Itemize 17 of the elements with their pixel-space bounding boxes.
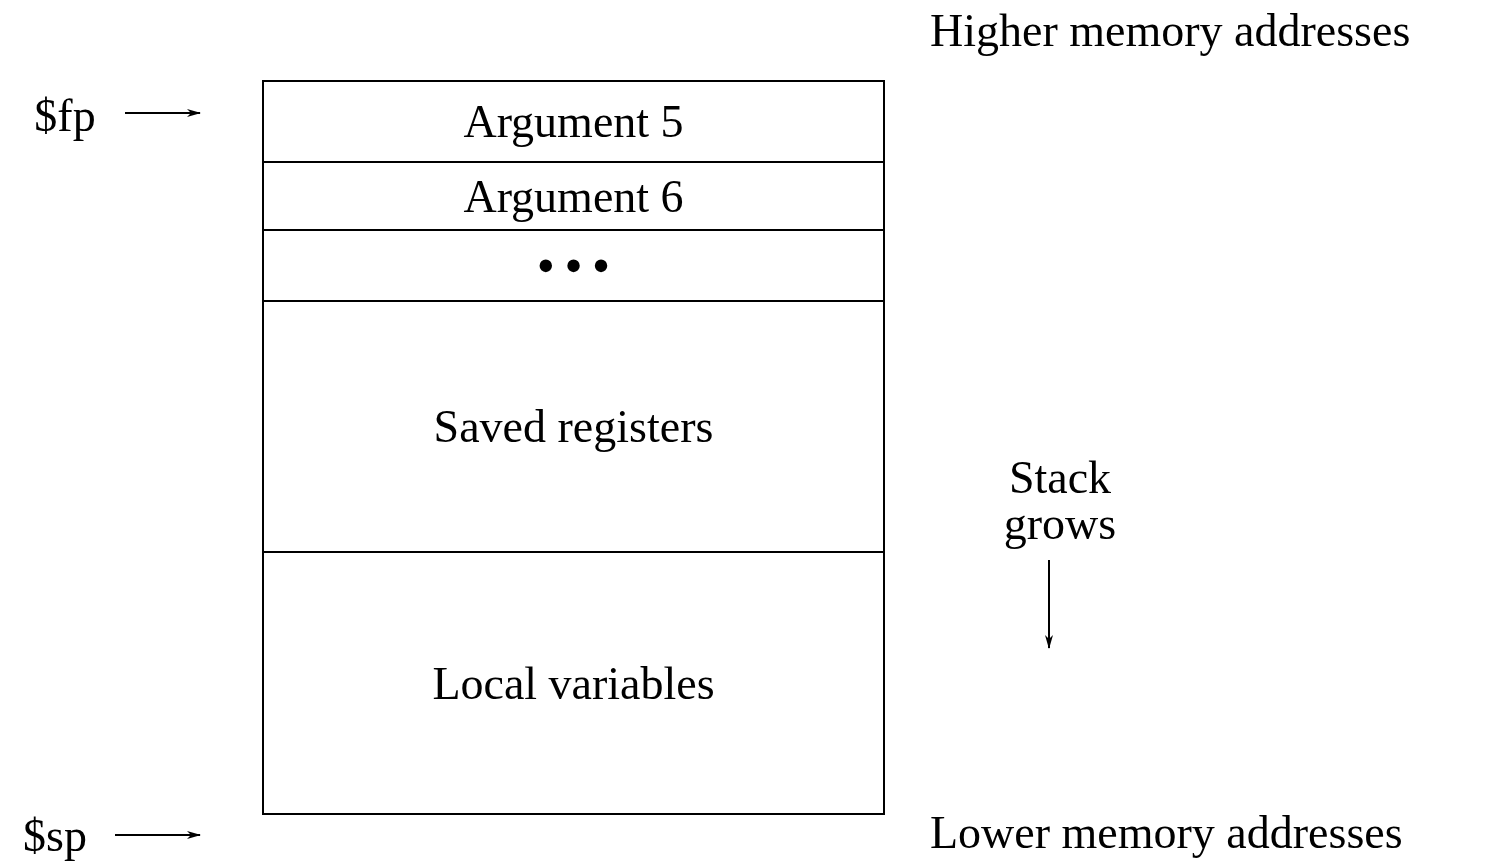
stack-slot <box>262 300 885 553</box>
pointer-label: $sp <box>10 810 100 860</box>
slot-label: Local variables <box>432 656 715 710</box>
slot-label: Argument 6 <box>463 169 684 223</box>
stack-slot <box>262 229 885 302</box>
address-note: Higher memory addresses <box>930 8 1412 54</box>
slot-label: • • • <box>537 239 610 292</box>
slot-label: Argument 5 <box>463 95 684 148</box>
slot-label: Saved registers <box>433 400 714 453</box>
address-note: Lower memory addresses <box>930 810 1404 856</box>
stack-slot <box>262 551 885 815</box>
stack-slot <box>262 80 885 163</box>
pointer-label: $fp <box>20 90 110 140</box>
arrow <box>114 831 201 839</box>
direction-note: Stack grows <box>1002 455 1118 547</box>
stack-slot <box>262 161 885 231</box>
arrow <box>124 109 201 117</box>
